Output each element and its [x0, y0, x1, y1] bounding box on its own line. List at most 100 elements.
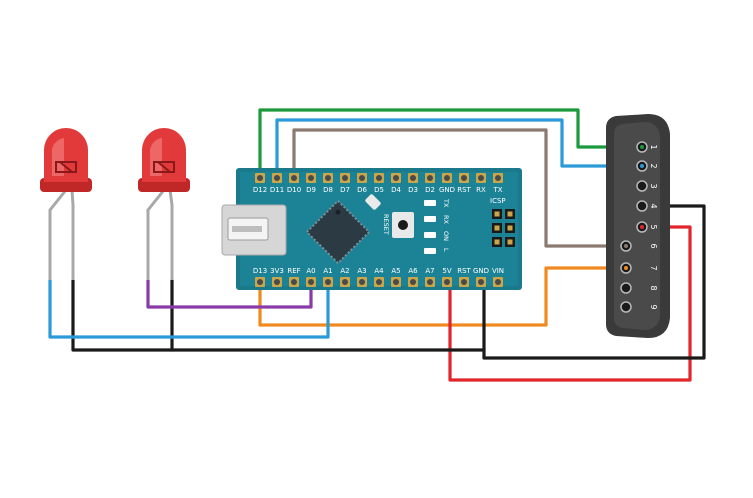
bottom-pin — [357, 277, 367, 287]
icsp-pin — [505, 223, 515, 233]
top-pin — [391, 173, 401, 183]
led-1-dome — [44, 128, 88, 182]
top-pin-label: D8 — [323, 186, 333, 194]
top-pin — [408, 173, 418, 183]
bottom-pin — [442, 277, 452, 287]
wire-orange — [258, 266, 644, 327]
led-1-leg-short — [70, 189, 75, 280]
bottom-pin-label: A7 — [425, 267, 434, 275]
bottom-pin-label: REF — [287, 267, 300, 275]
top-pin-label: D7 — [340, 186, 350, 194]
bottom-pin — [493, 277, 503, 287]
bottom-pin-label: A2 — [340, 267, 349, 275]
top-pin — [340, 173, 350, 183]
top-pin — [442, 173, 452, 183]
connector-pin-number: 8 — [649, 285, 658, 290]
db9-connector: 1 2 3 4 5 6 7 8 9 — [606, 114, 670, 338]
top-pin — [374, 173, 384, 183]
top-pin — [306, 173, 316, 183]
led-1 — [40, 128, 92, 280]
top-pin-label: D3 — [408, 186, 418, 194]
led-2 — [138, 128, 190, 280]
connector-pin-number: 5 — [649, 224, 658, 229]
icsp-header — [492, 209, 515, 247]
bottom-pin — [272, 277, 282, 287]
bottom-pin — [255, 277, 265, 287]
wire-red — [448, 225, 692, 382]
bottom-pin-label: A5 — [391, 267, 400, 275]
top-pin — [272, 173, 282, 183]
bottom-pin — [340, 277, 350, 287]
connector-pin-number: 6 — [649, 243, 658, 248]
led-label-tx: TX — [442, 198, 450, 208]
connector-pin-number: 7 — [649, 265, 658, 270]
top-pin — [425, 173, 435, 183]
resonator — [365, 194, 381, 210]
wires — [48, 108, 706, 382]
wire-black-connector — [482, 204, 706, 360]
led-1-die — [55, 161, 77, 173]
bottom-pin — [289, 277, 299, 287]
bottom-pin-label: RST — [457, 267, 471, 275]
connector-pin: 4 — [636, 200, 658, 212]
connector-pins: 1 2 3 4 5 6 7 8 9 — [620, 141, 658, 313]
bottom-pin-label: VIN — [492, 267, 504, 275]
connector-pin-number: 2 — [649, 163, 658, 168]
connector-pin: 1 — [636, 141, 658, 153]
wire-gray — [292, 128, 644, 248]
reset-label: RESET — [382, 214, 390, 235]
reset-button — [392, 212, 414, 238]
bottom-pin-label: A1 — [323, 267, 332, 275]
top-pin-label: RST — [457, 186, 471, 194]
wire-black-leds — [71, 278, 486, 352]
wire-blue-a1 — [48, 278, 330, 339]
connector-pin: 6 — [620, 240, 658, 252]
top-pin — [255, 173, 265, 183]
bottom-pin — [408, 277, 418, 287]
bottom-pin-label: 3V3 — [270, 267, 284, 275]
bottom-pin — [459, 277, 469, 287]
icsp-pin — [492, 223, 502, 233]
bottom-pin — [306, 277, 316, 287]
top-pin-label: D4 — [391, 186, 401, 194]
top-pin — [459, 173, 469, 183]
top-pin — [289, 173, 299, 183]
top-pin-label: TX — [492, 186, 502, 194]
bottom-pin-label: A3 — [357, 267, 366, 275]
bottom-pin-label: GND — [473, 267, 489, 275]
wire-blue-d11 — [275, 118, 644, 182]
connector-pin: 5 — [636, 221, 658, 233]
led-2-die — [153, 161, 175, 173]
top-pin-label: D11 — [270, 186, 284, 194]
bottom-pin-label: A6 — [408, 267, 418, 275]
wire-green — [258, 108, 644, 182]
bottom-pin — [425, 277, 435, 287]
top-pin — [493, 173, 503, 183]
led-label-l: L — [442, 248, 450, 252]
icsp-label: ICSP — [490, 197, 506, 205]
top-pin-label: D12 — [253, 186, 267, 194]
board-body-inner — [240, 172, 518, 286]
bottom-pin-holes — [255, 277, 503, 287]
connector-pin: 9 — [620, 301, 658, 313]
bottom-pin-label: D13 — [253, 267, 267, 275]
top-pin-label: D9 — [306, 186, 316, 194]
status-leds — [424, 200, 436, 254]
wire-purple — [146, 278, 313, 309]
led-2-leg-short — [168, 189, 174, 280]
bottom-pin-label: A4 — [374, 267, 384, 275]
top-pin-holes — [255, 173, 503, 183]
bottom-pin-label: A0 — [306, 267, 315, 275]
connector-pin-number: 3 — [649, 183, 658, 188]
top-pin-label: D10 — [287, 186, 301, 194]
top-pin-label: RX — [476, 186, 486, 194]
icsp-pin — [505, 209, 515, 219]
led-1-leg-long — [48, 189, 68, 280]
led-2-leg-long — [146, 189, 166, 280]
bottom-pin — [476, 277, 486, 287]
icsp-pin — [492, 237, 502, 247]
